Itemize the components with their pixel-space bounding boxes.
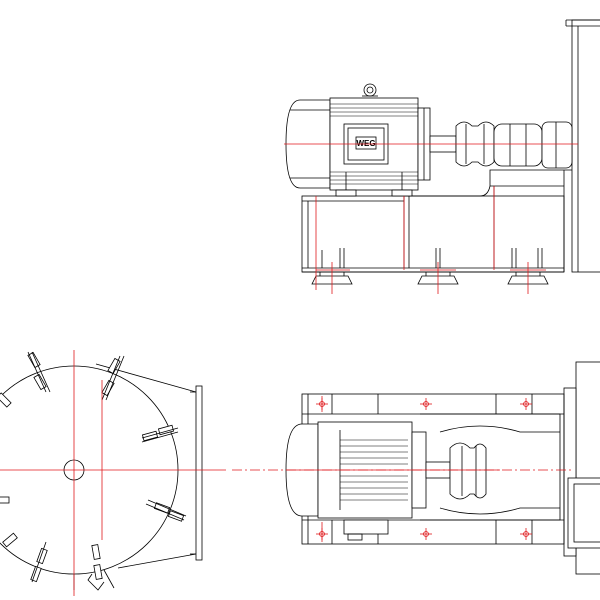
motor-nameplate [355, 136, 377, 150]
centerlines-plan [232, 396, 574, 542]
isolator-feet [311, 272, 549, 285]
fan-housing-plan [563, 361, 600, 575]
side-elevation-view: WEG [284, 19, 600, 294]
shaft-coupling-side [429, 121, 573, 169]
fan-end-view [0, 350, 226, 596]
electric-motor-side: WEG [285, 83, 431, 197]
plan-view [232, 361, 600, 575]
fan-housing-side [565, 19, 600, 273]
housing-clamps [0, 351, 187, 583]
centerlines-side [284, 143, 578, 294]
centerlines-end [0, 350, 226, 596]
motor-nameplate-text: WEG [356, 139, 375, 148]
shaft-coupling-plan [425, 442, 487, 500]
electric-motor-plan [285, 421, 427, 541]
